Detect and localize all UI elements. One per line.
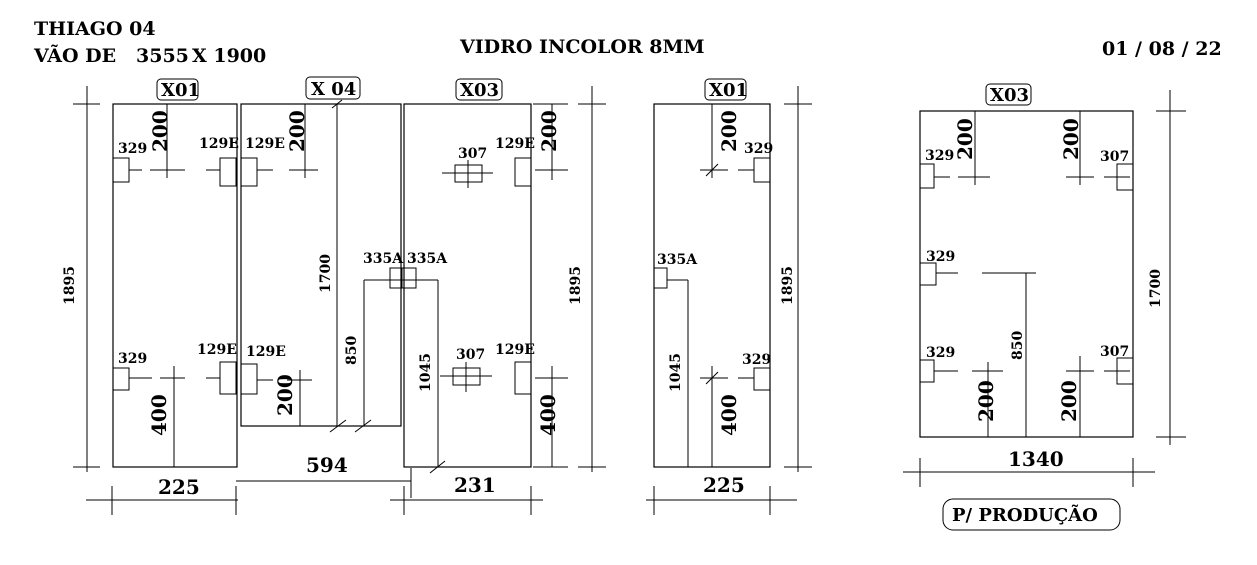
part-329: 329 <box>926 345 955 361</box>
dim-850: 850 <box>1010 331 1026 360</box>
glass-x04-door <box>240 103 402 427</box>
production-label: P/ PRODUÇÃO <box>952 503 1098 526</box>
part-129e: 129E <box>495 342 535 358</box>
dim-200: 200 <box>148 110 172 152</box>
hardware-129e <box>514 361 532 395</box>
hardware-329 <box>919 262 937 286</box>
panel-c: X03 1700 1340 329 200 200 307 329 850 32… <box>903 83 1186 487</box>
dim-400: 400 <box>147 394 171 436</box>
dim-200: 200 <box>717 110 741 152</box>
tag-frame <box>156 78 199 101</box>
dim-height-left: 1895 <box>62 266 78 305</box>
header: THIAGO 04 VÃO DE 3555 X 1900 VIDRO INCOL… <box>33 18 1222 67</box>
tag-frame <box>704 78 747 101</box>
hardware-129e <box>514 157 532 187</box>
dim-200: 200 <box>285 110 309 152</box>
part-329: 329 <box>118 351 147 367</box>
part-329: 329 <box>925 148 954 164</box>
part-129e: 129E <box>495 136 535 152</box>
part-329: 329 <box>926 249 955 265</box>
dim-200: 200 <box>953 118 977 160</box>
part-335a: 335A <box>363 251 404 267</box>
part-329: 329 <box>118 141 147 157</box>
part-335a: 335A <box>407 251 448 267</box>
dim-1045: 1045 <box>668 353 684 392</box>
dim-400: 400 <box>717 394 741 436</box>
tag-frame <box>305 76 361 100</box>
hardware-129e <box>240 157 258 187</box>
hardware-329 <box>753 367 771 391</box>
part-129e: 129E <box>246 344 286 360</box>
tag-x04: X 04 <box>311 79 356 100</box>
tag-x01: X01 <box>161 80 200 101</box>
part-329: 329 <box>744 141 773 157</box>
part-307: 307 <box>456 347 485 363</box>
panel-b: X01 1895 225 200 329 335A 1045 400 329 <box>646 78 812 515</box>
span-height: X 1900 <box>192 45 266 67</box>
tag-frame <box>455 78 503 101</box>
glass-x01-left <box>112 103 238 468</box>
dim-height: 1700 <box>1148 269 1164 308</box>
part-307: 307 <box>458 146 487 162</box>
dim-850: 850 <box>344 336 360 365</box>
dim-200: 200 <box>1059 118 1083 160</box>
date-label: 01 / 08 / 22 <box>1102 38 1222 60</box>
span-width: 3555 <box>136 45 189 67</box>
production-tag: P/ PRODUÇÃO <box>942 498 1121 531</box>
client-label: THIAGO 04 <box>34 18 156 40</box>
part-329: 329 <box>742 352 771 368</box>
dim-1045: 1045 <box>418 353 434 392</box>
tag-x01: X01 <box>709 80 748 101</box>
part-335a: 335A <box>657 252 698 268</box>
dim-width-x04: 594 <box>306 453 348 477</box>
hardware-335a <box>389 267 417 289</box>
part-307: 307 <box>1100 149 1129 165</box>
hardware-129e <box>219 157 237 187</box>
hardware-129e <box>240 363 258 395</box>
glass-title: VIDRO INCOLOR 8MM <box>459 36 705 58</box>
dim-200: 200 <box>273 374 297 416</box>
production-tag-frame <box>942 498 1121 531</box>
dim-height-right: 1895 <box>568 266 584 305</box>
dim-height: 1895 <box>780 266 796 305</box>
dim-200: 200 <box>1057 380 1081 422</box>
dim-400: 400 <box>536 394 560 436</box>
tag-frame <box>985 83 1032 106</box>
span-label: VÃO DE <box>33 44 116 67</box>
hardware-329 <box>112 367 130 391</box>
dim-width-x01: 225 <box>158 475 200 499</box>
part-129e: 129E <box>197 342 237 358</box>
dim-200: 200 <box>537 110 561 152</box>
dim-width: 225 <box>703 473 745 497</box>
hardware-335a <box>653 267 668 289</box>
dim-width: 1340 <box>1008 447 1064 471</box>
tag-x03: X03 <box>990 85 1029 106</box>
dim-200: 200 <box>974 380 998 422</box>
part-129e: 129E <box>199 136 239 152</box>
hardware-329 <box>919 163 935 189</box>
part-307: 307 <box>1100 344 1129 360</box>
part-129e: 129E <box>245 136 285 152</box>
panel-group-a: X01 X 04 X03 1895 1895 225 594 231 329 2… <box>62 76 606 515</box>
tag-x03: X03 <box>460 80 499 101</box>
dim-door-height: 1700 <box>318 254 334 293</box>
dim-width-x03: 231 <box>454 473 496 497</box>
